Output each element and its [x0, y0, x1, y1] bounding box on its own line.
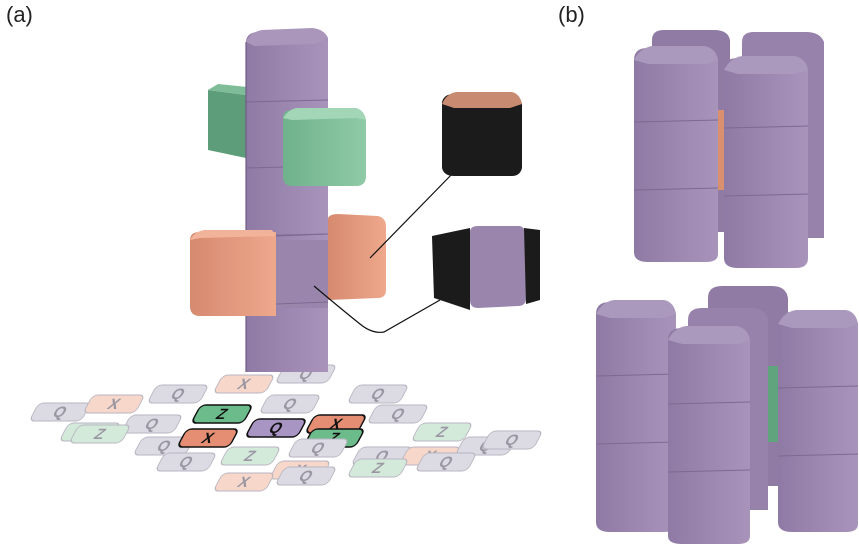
lattice-tile-face — [482, 430, 542, 450]
lattice-tile-face — [220, 446, 280, 466]
lattice-tile-x: X — [214, 472, 274, 492]
inset-cube-purple-face — [432, 226, 540, 310]
lattice-tile-q: Q — [246, 418, 306, 438]
lattice-tile-q: Q — [30, 402, 90, 422]
lattice-tile-z: Z — [192, 404, 252, 424]
lattice-tile-q: Q — [122, 414, 182, 434]
lattice-tile-face — [214, 472, 274, 492]
lattice-tile-face — [122, 414, 182, 434]
lattice-tile-q: Q — [276, 466, 336, 486]
lattice-tile-face — [246, 418, 306, 438]
lattice-tile-q: Q — [134, 436, 194, 456]
panel-label-b: (b) — [558, 2, 585, 27]
callout-lines — [313, 169, 457, 333]
panel-b-top — [633, 30, 824, 268]
lattice-tile-q: Q — [348, 384, 408, 404]
inset-cube-orange-top — [442, 92, 522, 176]
orange-block-left — [190, 230, 276, 316]
lattice-tile-face — [84, 394, 144, 414]
lattice-tile-face — [70, 424, 130, 444]
green-block-front — [283, 108, 366, 186]
lattice-tile-q: Q — [260, 394, 320, 414]
lattice-tile-face — [288, 438, 348, 458]
lattice-tile-face — [412, 422, 472, 442]
lattice-tile-x: X — [84, 394, 144, 414]
lattice-tiles: QXQXQZQZQXQZQXQZQZQZQXQXQQXQZQ — [30, 364, 542, 492]
lattice-tile-q: Q — [156, 452, 216, 472]
lattice-tile-z: Z — [220, 446, 280, 466]
lattice-tile-face — [178, 428, 238, 448]
lattice-tile-q: Q — [368, 404, 428, 424]
lattice-tile-z: Z — [70, 424, 130, 444]
lattice-tile-face — [148, 384, 208, 404]
lattice-tile-face — [214, 374, 274, 394]
panel-label-a: (a) — [6, 2, 33, 27]
lattice-tile-z: Z — [348, 458, 408, 478]
lattice-tile-face — [260, 394, 320, 414]
lattice-tile-q: Q — [148, 384, 208, 404]
lattice-tile-face — [192, 404, 252, 424]
lattice-tile-face — [416, 452, 476, 472]
lattice-tile-face — [156, 452, 216, 472]
lattice-tile-z: Z — [412, 422, 472, 442]
lattice-tile-face — [348, 384, 408, 404]
column-a — [190, 28, 386, 372]
panel-b-bottom — [595, 286, 859, 544]
purple-column — [245, 28, 329, 372]
lattice-tile-x: X — [214, 374, 274, 394]
lattice-tile-face — [348, 458, 408, 478]
lattice-tile-q: Q — [288, 438, 348, 458]
lattice-tile-q: Q — [416, 452, 476, 472]
lattice-tile-x: X — [178, 428, 238, 448]
lattice-tile-face — [276, 466, 336, 486]
lattice-tile-face — [368, 404, 428, 424]
orange-block-right — [328, 214, 386, 300]
lattice-tile-q: Q — [482, 430, 542, 450]
